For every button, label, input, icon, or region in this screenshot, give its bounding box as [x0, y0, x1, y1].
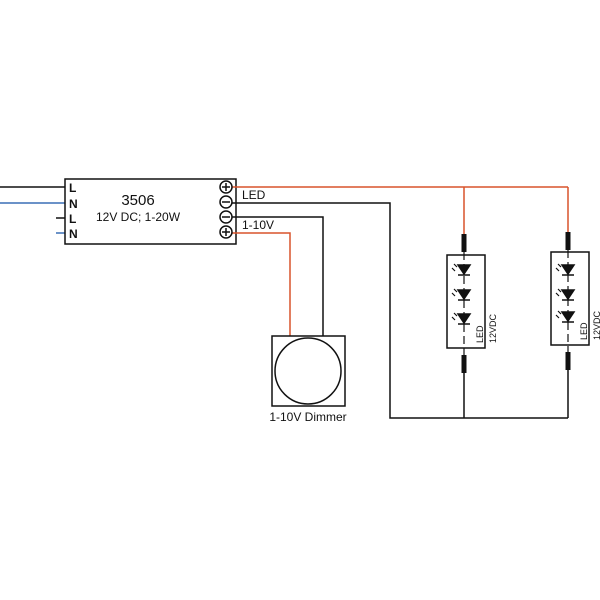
output-dim-label: 1-10V: [242, 218, 274, 232]
driver-spec: 12V DC; 1-20W: [96, 210, 181, 224]
led-module-voltage: 12VDC: [592, 310, 600, 340]
terminal-dim-negative: [219, 210, 233, 224]
dim-positive-wire: [232, 232, 291, 336]
terminal-led-negative: [219, 195, 233, 209]
driver-input-label-0: L: [69, 181, 76, 195]
dimmer: 1-10V Dimmer: [269, 335, 347, 424]
led-diode-icon: [451, 312, 472, 325]
led-module-2: LED 12VDC: [550, 232, 600, 418]
led-module-label: LED: [475, 325, 485, 343]
led-diode-icon: [451, 263, 472, 276]
driver-input-label-2: L: [69, 212, 76, 226]
led-diode-icon: [451, 288, 472, 301]
led-diode-icon: [555, 288, 576, 301]
terminal-dim-positive: [219, 225, 233, 239]
dimmer-label: 1-10V Dimmer: [269, 410, 346, 424]
terminal-led-positive: [219, 180, 233, 194]
led-negative-wire: [232, 202, 568, 419]
led-module-1: LED 12VDC: [446, 234, 498, 418]
output-led-label: LED: [242, 188, 266, 202]
driver-model: 3506: [121, 192, 154, 209]
led-diode-icon: [555, 310, 576, 323]
dim-negative-wire: [232, 216, 324, 336]
dimmer-knob: [274, 337, 342, 405]
led-module-label: LED: [579, 322, 589, 340]
driver-input-label-1: N: [69, 197, 78, 211]
led-driver: L N L N 3506 12V DC; 1-20W: [64, 178, 237, 245]
led-module-voltage: 12VDC: [488, 313, 498, 343]
led-diode-icon: [555, 263, 576, 276]
driver-input-label-3: N: [69, 227, 78, 241]
